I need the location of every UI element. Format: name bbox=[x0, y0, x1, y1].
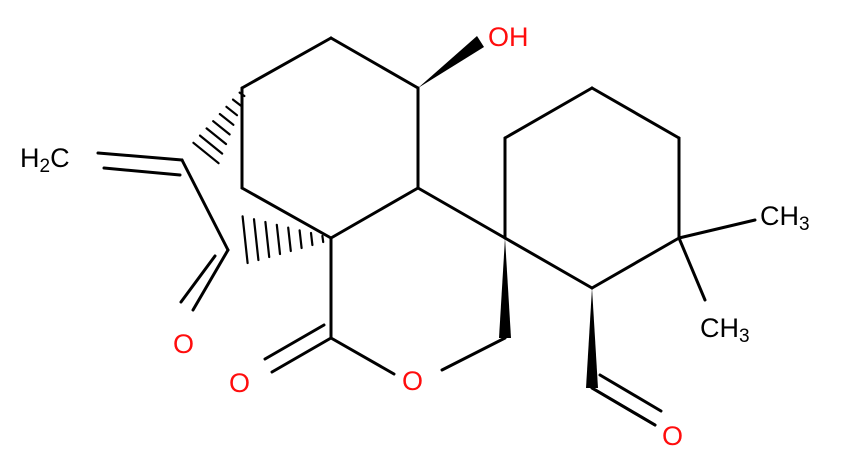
hash-line bbox=[238, 91, 246, 98]
double-bonds bbox=[96, 151, 663, 427]
hash-line bbox=[252, 218, 260, 262]
bond bbox=[440, 336, 507, 372]
hash-line bbox=[264, 220, 271, 259]
methyl-label-upper: CH3 bbox=[760, 201, 810, 235]
methylene-double-bond-a bbox=[96, 151, 184, 162]
bond bbox=[240, 186, 333, 240]
methyl-label-lower: CH3 bbox=[700, 313, 750, 347]
methylene-label: H2C bbox=[20, 143, 70, 177]
bond bbox=[329, 36, 420, 90]
aldehyde-double-bond-a bbox=[590, 386, 657, 427]
atom-labels: OH H2C CH3 CH3 O O O O bbox=[20, 22, 810, 451]
ketone-double-bond-b bbox=[179, 254, 217, 304]
bond bbox=[590, 86, 681, 140]
methyl-subscript-upper: 3 bbox=[799, 214, 810, 235]
hash-line bbox=[225, 105, 239, 117]
bond bbox=[329, 186, 420, 240]
hash-line bbox=[321, 234, 325, 244]
bonds bbox=[180, 36, 757, 427]
bond bbox=[503, 86, 594, 140]
bond bbox=[677, 218, 757, 240]
bond bbox=[329, 336, 396, 376]
hash-bonds bbox=[192, 91, 325, 265]
bond bbox=[180, 158, 230, 252]
hash-line bbox=[198, 134, 224, 155]
hash-line bbox=[309, 231, 314, 247]
lactone-carbonyl-double-bond-a bbox=[270, 336, 333, 374]
wedge-bond-oh bbox=[418, 36, 484, 88]
bond bbox=[503, 236, 594, 290]
lactone-carbonyl-oxygen-label: O bbox=[229, 368, 250, 398]
hash-line bbox=[241, 215, 249, 265]
methyl-c-lower: CH bbox=[700, 313, 739, 343]
hydroxyl-label: OH bbox=[488, 22, 529, 52]
hash-line bbox=[231, 98, 242, 107]
bond bbox=[677, 236, 707, 302]
ketone-oxygen-label: O bbox=[173, 329, 194, 359]
methylene-c: C bbox=[50, 143, 70, 173]
methylene-double-bond-b bbox=[102, 166, 182, 177]
hash-line bbox=[192, 141, 220, 165]
aldehyde-oxygen-label: O bbox=[662, 421, 683, 451]
wedge-bond-aldehyde bbox=[586, 288, 598, 388]
hash-line bbox=[212, 120, 231, 136]
hash-line bbox=[298, 229, 303, 250]
bond bbox=[240, 36, 333, 90]
wedge-bond-spiro-ch2 bbox=[499, 238, 511, 338]
bond bbox=[590, 236, 681, 290]
ring-oxygen-label: O bbox=[402, 366, 423, 396]
methylene-h: H bbox=[20, 143, 40, 173]
wedge-bonds bbox=[418, 36, 598, 388]
lactone-carbonyl-double-bond-b bbox=[263, 323, 326, 361]
methylene-subscript: 2 bbox=[40, 156, 51, 177]
hash-line bbox=[287, 226, 292, 253]
aldehyde-double-bond-b bbox=[598, 373, 663, 413]
bond bbox=[416, 186, 507, 240]
ketone-double-bond-a bbox=[191, 248, 230, 312]
methyl-c-upper: CH bbox=[760, 201, 799, 231]
hash-line bbox=[205, 127, 228, 146]
hash-line bbox=[218, 112, 235, 126]
hash-line bbox=[275, 223, 282, 256]
methyl-subscript-lower: 3 bbox=[739, 326, 750, 347]
